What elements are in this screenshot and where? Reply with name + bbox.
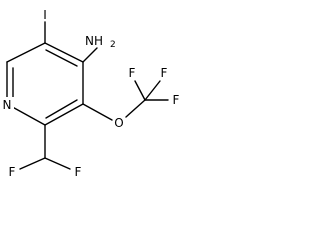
bond-c6-c5 — [6, 42, 46, 63]
substituent-bonds — [19, 21, 169, 170]
molecule-structure: N I NH 2 O F F F F F — [1, 8, 180, 179]
atom-fluorine-chf2-right: F — [75, 165, 82, 179]
bond-oxygen-cf3 — [125, 99, 146, 118]
bond-c3-oxygen — [82, 103, 113, 121]
atom-amine-subscript: 2 — [110, 40, 116, 50]
bond-c3-c2 — [44, 103, 84, 126]
bond-cf3-f-top-right — [144, 80, 161, 101]
atom-fluorine-chf2-left: F — [9, 165, 16, 179]
atom-amine-nh: NH — [85, 34, 103, 48]
atom-nitrogen: N — [3, 98, 12, 112]
bond-chf2-f-left — [19, 157, 46, 170]
atom-iodine: I — [43, 8, 47, 22]
bond-c4-amine — [82, 47, 98, 63]
double-bond-c5-c4 — [45, 49, 78, 67]
double-bond-c3-c2 — [45, 99, 78, 119]
atom-fluorine-cf3-top-right: F — [161, 66, 168, 80]
atom-oxygen: O — [114, 116, 123, 130]
pyridine-ring — [6, 42, 84, 126]
bond-c5-c4 — [44, 42, 84, 63]
bond-chf2-f-right — [44, 157, 71, 170]
atom-labels: N I NH 2 O F F F F F — [1, 8, 180, 179]
atom-fluorine-cf3-right: F — [173, 93, 180, 107]
bond-cf3-f-top-left — [134, 80, 146, 101]
atom-fluorine-cf3-top-left: F — [129, 66, 136, 80]
